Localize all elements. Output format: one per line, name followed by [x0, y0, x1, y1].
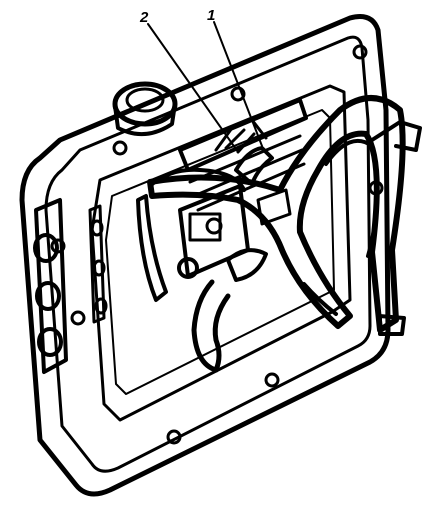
callout-label-1: 1: [207, 7, 215, 24]
side-bosses: [33, 198, 108, 374]
shift-mechanism: [136, 98, 308, 373]
cover-housing: [19, 14, 391, 497]
callout-label-2: 2: [139, 9, 149, 26]
callout-leaders: [147, 21, 263, 153]
selector-fork: [147, 95, 422, 336]
filler-plug: [112, 81, 178, 136]
